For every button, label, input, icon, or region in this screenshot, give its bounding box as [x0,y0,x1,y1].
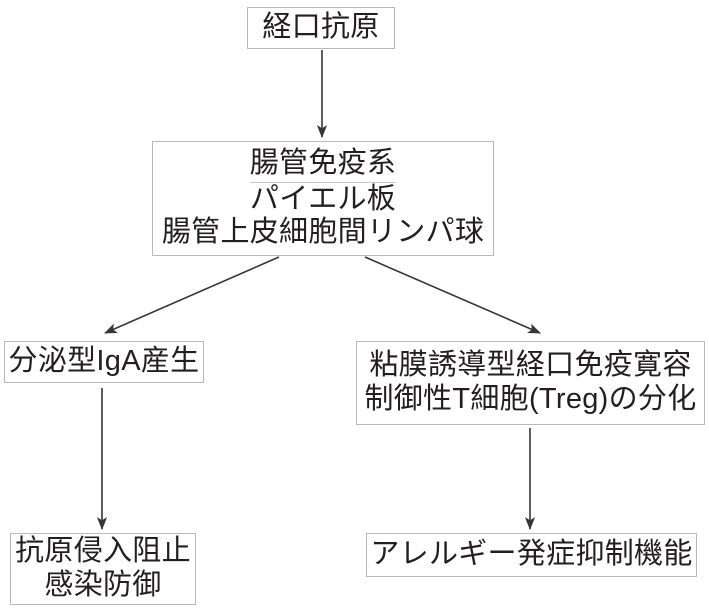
node-gut-immune-system-line-1: 腸管免疫系 [249,147,397,183]
edge-gut-to-tolerance [364,256,541,334]
node-oral-tolerance: 粘膜誘導型経口免疫寛容 制御性T細胞(Treg)の分化 [356,341,705,425]
node-gut-immune-system: 腸管免疫系 パイエル板 腸管上皮細胞間リンパ球 [152,141,494,256]
node-gut-immune-system-line-3: 腸管上皮細胞間リンパ球 [161,216,485,249]
node-allergy-suppression: アレルギー発症抑制機能 [366,533,697,577]
node-oral-antigen: 経口抗原 [247,7,395,49]
node-antigen-blocking: 抗原侵入阻止 感染防御 [10,533,196,605]
node-antigen-blocking-line-2: 感染防御 [44,569,162,601]
node-oral-antigen-line-1: 経口抗原 [262,11,380,44]
node-oral-tolerance-line-1: 粘膜誘導型経口免疫寛容 [369,349,692,382]
node-secretory-iga: 分泌型IgA産生 [4,341,204,383]
node-antigen-blocking-line-1: 抗原侵入阻止 [15,535,191,568]
node-secretory-iga-line-1: 分泌型IgA産生 [8,345,200,378]
edge-gut-to-siga [104,256,280,334]
node-allergy-suppression-line-1: アレルギー発症抑制機能 [370,538,693,571]
node-gut-immune-system-line-2: パイエル板 [249,182,397,215]
node-oral-tolerance-line-2: 制御性T細胞(Treg)の分化 [364,383,697,415]
